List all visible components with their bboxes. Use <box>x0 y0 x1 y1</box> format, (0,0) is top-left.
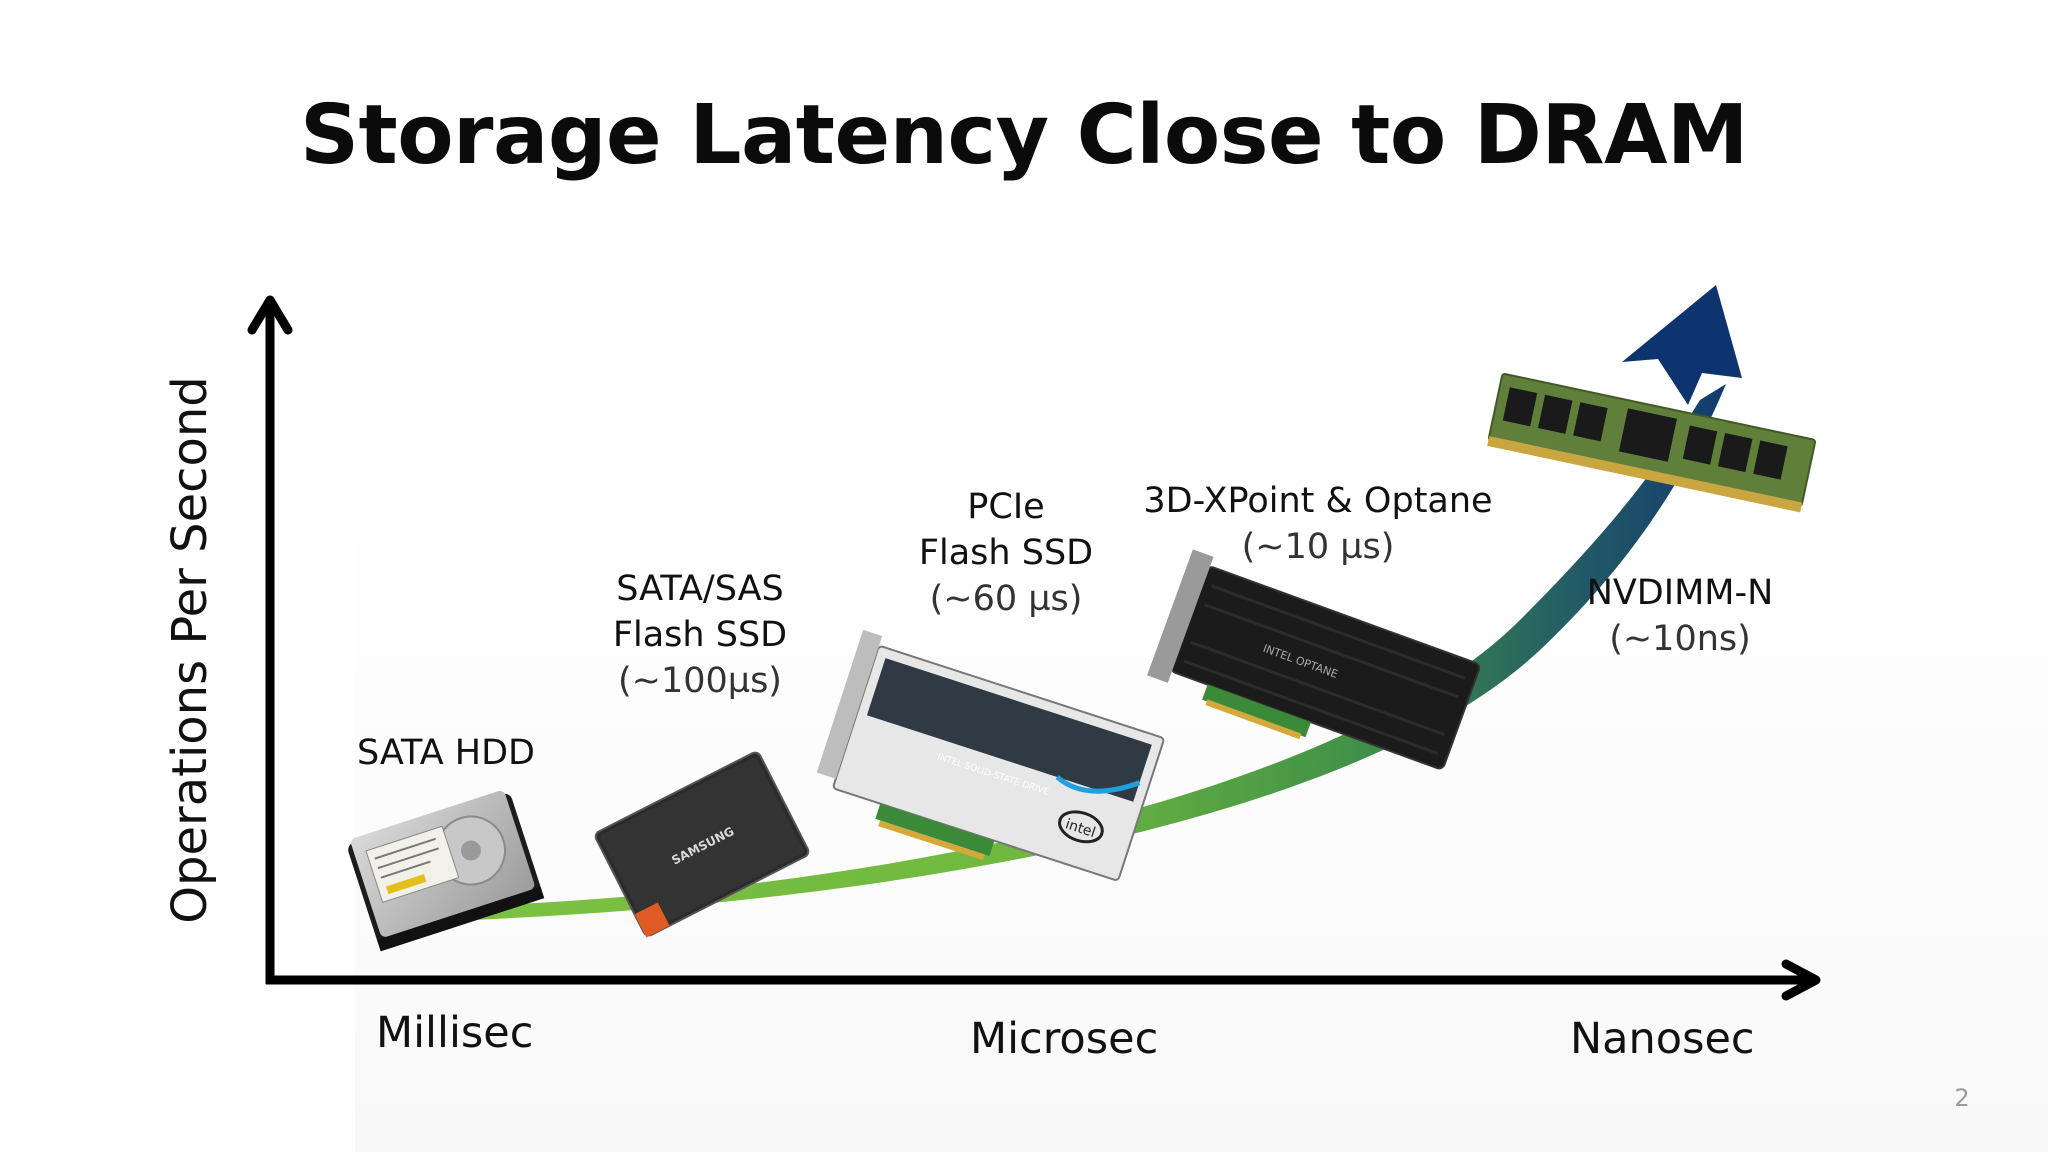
latency-value: (~10 µs) <box>1241 527 1395 567</box>
latency-value: (~100µs) <box>618 661 782 701</box>
label-line: NVDIMM-N <box>1586 573 1774 613</box>
label-line: PCIe <box>967 487 1045 527</box>
label-line: Flash SSD <box>612 615 788 655</box>
x-axis-arrowhead <box>1781 959 1821 1001</box>
label-line: SATA HDD <box>356 733 536 773</box>
page-number: 2 <box>1954 1084 1970 1112</box>
y-axis-label: Operations Per Second <box>162 376 218 924</box>
optane-card-image: INTEL OPTANE <box>1147 549 1481 770</box>
x-tick-microsec: Microsec <box>970 1014 1159 1064</box>
label-line: 3D-XPoint & Optane <box>1143 481 1493 521</box>
curve-arrowhead <box>1622 285 1742 405</box>
label-sata-hdd: SATA HDD <box>336 730 556 776</box>
label-nvdimm: NVDIMM-N (~10ns) <box>1560 570 1800 662</box>
label-line: Flash SSD <box>918 533 1094 573</box>
x-tick-millisec: Millisec <box>376 1008 534 1058</box>
y-axis-arrowhead <box>247 295 293 335</box>
ssd-image: SAMSUNG <box>594 751 810 938</box>
label-optane: 3D-XPoint & Optane (~10 µs) <box>1118 478 1518 570</box>
pcie-card-image: intel INTEL SOLID-STATE DRIVE <box>816 629 1165 881</box>
x-tick-nanosec: Nanosec <box>1570 1014 1755 1064</box>
label-line: SATA/SAS <box>616 569 784 609</box>
label-sata-ssd: SATA/SAS Flash SSD (~100µs) <box>580 566 820 704</box>
latency-value: (~10ns) <box>1609 619 1751 659</box>
nvdimm-image <box>1487 373 1817 513</box>
label-pcie-ssd: PCIe Flash SSD (~60 µs) <box>886 484 1126 622</box>
slide-title: Storage Latency Close to DRAM <box>299 88 1749 183</box>
hdd-image <box>348 790 545 952</box>
latency-value: (~60 µs) <box>929 579 1083 619</box>
